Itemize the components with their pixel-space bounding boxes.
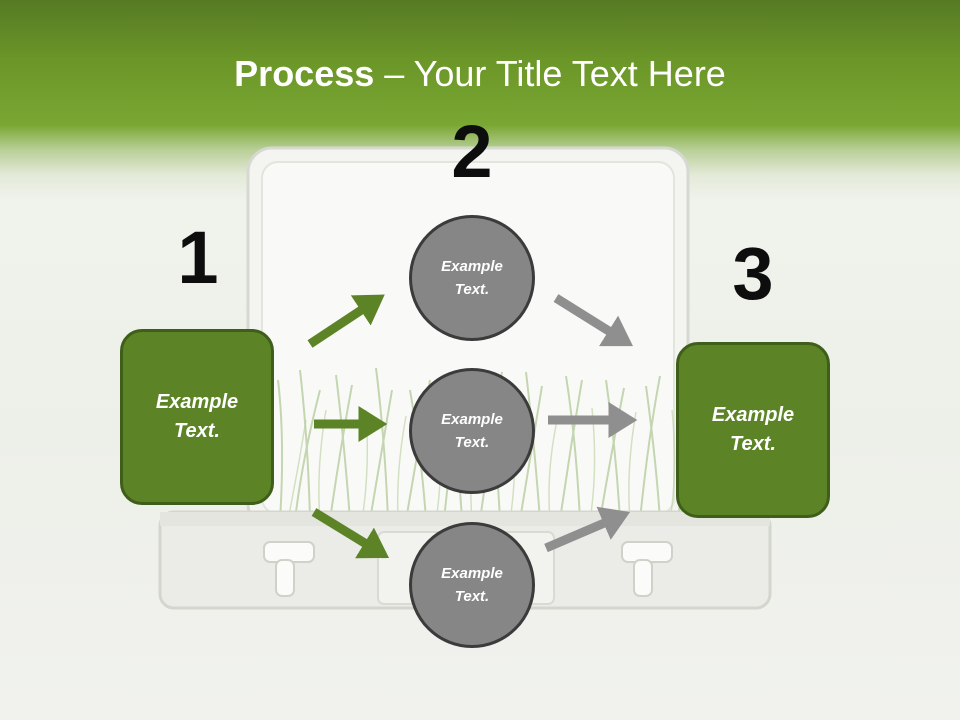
step-2-circle-top: Example Text. [409, 215, 535, 341]
title-rest: – Your Title Text Here [374, 53, 726, 94]
step-number-2: 2 [451, 110, 493, 193]
step-number-1: 1 [177, 216, 219, 299]
slide-title: Process – Your Title Text Here [0, 52, 960, 96]
title-bold-part: Process [234, 53, 375, 94]
circle-top-label: Example Text. [441, 258, 503, 298]
step-2-circle-middle: Example Text. [409, 368, 535, 494]
circle-bottom-label: Example Text. [441, 565, 503, 605]
circle-middle-label: Example Text. [441, 411, 503, 451]
step-number-3: 3 [732, 232, 774, 315]
step-2-circle-bottom: Example Text. [409, 522, 535, 648]
step-3-box: Example Text. [676, 342, 830, 518]
step-1-box: Example Text. [120, 329, 274, 505]
step-3-label: Example Text. [711, 404, 795, 455]
step-1-label: Example Text. [155, 391, 239, 442]
